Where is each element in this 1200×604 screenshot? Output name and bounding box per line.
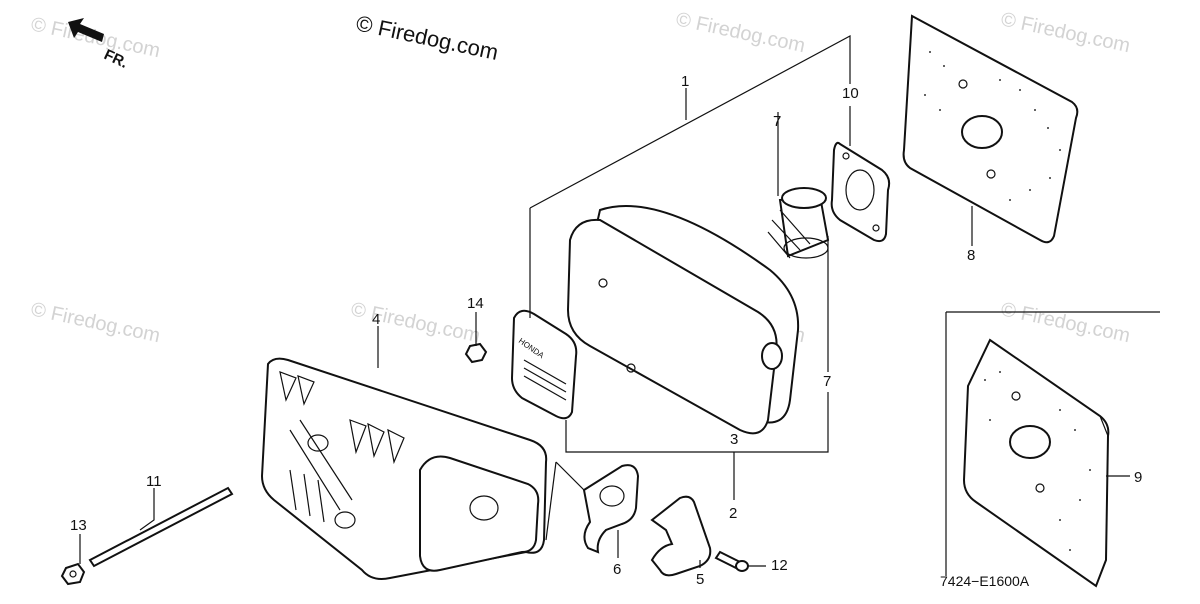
callout-8: 8 xyxy=(967,247,975,264)
part-6-pipe-guide xyxy=(582,464,640,554)
watermark: © Firedog.com xyxy=(349,298,482,347)
callout-9: 9 xyxy=(1134,469,1142,486)
watermark: © Firedog.com xyxy=(999,8,1132,57)
callout-12: 12 xyxy=(771,557,788,574)
callout-7-bottom: 7 xyxy=(823,373,831,390)
part-8-protector-plate xyxy=(902,14,1079,244)
part-12-screw xyxy=(714,550,749,572)
leader-lines xyxy=(79,34,1130,568)
part-9-inset-box xyxy=(945,311,1160,588)
part-7-screen xyxy=(767,187,830,259)
callout-14: 14 xyxy=(467,295,484,312)
part-11-bolt xyxy=(88,486,234,568)
callout-6: 6 xyxy=(613,561,621,578)
callout-11: 11 xyxy=(146,473,162,490)
callout-3: 3 xyxy=(730,431,738,448)
part-10-gasket xyxy=(830,141,891,243)
callout-10: 10 xyxy=(842,85,859,102)
callouts: 1 2 3 4 5 6 7 7 8 9 10 11 12 13 14 xyxy=(70,73,1142,588)
watermark: © Firedog.com xyxy=(999,298,1132,347)
part-4-muffler-protector xyxy=(260,357,548,580)
callout-5: 5 xyxy=(696,571,704,588)
diagram-code: 7424−E1600A xyxy=(940,573,1030,589)
watermark: © Firedog.com xyxy=(29,298,162,347)
part-13-nut xyxy=(60,562,86,586)
part-3-muffler: HONDA xyxy=(510,205,800,435)
watermark: © Firedog.com xyxy=(674,8,807,57)
callout-2: 2 xyxy=(729,505,737,522)
callout-7-top: 7 xyxy=(773,113,781,130)
front-direction-arrow-icon xyxy=(68,18,104,42)
copyright-text: © Firedog.com xyxy=(354,10,501,65)
callout-4: 4 xyxy=(372,311,380,328)
callout-1: 1 xyxy=(681,73,689,90)
callout-13: 13 xyxy=(70,517,87,534)
part-5-deflector xyxy=(650,495,712,577)
part-14-nut xyxy=(464,342,488,364)
